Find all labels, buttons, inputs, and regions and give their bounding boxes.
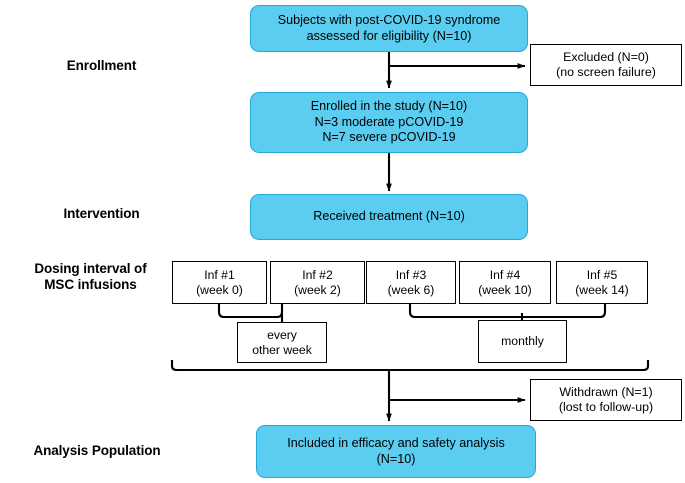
node-screening-line1: Subjects with post-COVID-19 syndrome	[277, 13, 501, 28]
node-screening-line2: assessed for eligibility (N=10)	[306, 28, 472, 43]
node-interval-every-other-week-text: every other week	[238, 328, 326, 358]
bracket-every-other-week	[217, 304, 284, 319]
node-infusion-5-line2: (week 14)	[575, 282, 629, 297]
stage-label-enrollment: Enrollment	[14, 58, 189, 74]
node-infusion-1-line1: Inf #1	[204, 267, 235, 282]
node-received-treatment-line1: Received treatment (N=10)	[313, 209, 465, 224]
node-analysis-population-text: Included in efficacy and safety analysis…	[257, 436, 535, 467]
node-withdrawn-line2: (lost to follow-up)	[558, 400, 654, 414]
stage-label-dosing-interval: Dosing interval of MSC infusions	[8, 261, 173, 294]
node-infusion-1: Inf #1 (week 0)	[172, 261, 267, 304]
node-infusion-4-line1: Inf #4	[489, 267, 521, 282]
node-received-treatment-text: Received treatment (N=10)	[251, 209, 527, 224]
stage-label-analysis-population: Analysis Population	[2, 443, 192, 459]
stage-label-analysis-text: Analysis Population	[33, 443, 161, 458]
node-enrolled: Enrolled in the study (N=10) N=3 moderat…	[250, 92, 528, 153]
node-analysis-population: Included in efficacy and safety analysis…	[256, 425, 536, 478]
node-withdrawn: Withdrawn (N=1) (lost to follow-up)	[530, 379, 682, 421]
node-interval-every-other-week: every other week	[237, 322, 327, 363]
node-infusion-2-line1: Inf #2	[302, 267, 333, 282]
node-interval-monthly-line1: monthly	[501, 334, 544, 349]
node-infusion-3-line2: (week 6)	[387, 282, 435, 297]
bracket-monthly	[408, 304, 607, 319]
node-excluded-line2: (no screen failure)	[556, 65, 656, 79]
node-infusion-2-line2: (week 2)	[294, 282, 341, 297]
node-enrolled-line3: N=7 severe pCOVID-19	[322, 130, 456, 145]
node-infusion-3: Inf #3 (week 6)	[366, 261, 456, 304]
node-infusion-5: Inf #5 (week 14)	[556, 261, 648, 304]
node-infusion-4: Inf #4 (week 10)	[459, 261, 551, 304]
node-excluded-text: Excluded (N=0) (no screen failure)	[531, 50, 681, 80]
node-infusion-1-line2: (week 0)	[196, 282, 243, 297]
stage-label-enrollment-text: Enrollment	[66, 58, 137, 73]
node-interval-monthly-text: monthly	[479, 334, 566, 349]
node-analysis-population-line1: Included in efficacy and safety analysis	[287, 436, 505, 451]
node-enrolled-line1: Enrolled in the study (N=10)	[310, 99, 468, 114]
node-excluded: Excluded (N=0) (no screen failure)	[530, 44, 682, 86]
node-excluded-line1: Excluded (N=0)	[563, 49, 649, 64]
node-infusion-5-text: Inf #5 (week 14)	[557, 268, 647, 298]
node-screening-text: Subjects with post-COVID-19 syndrome ass…	[251, 13, 527, 44]
node-withdrawn-text: Withdrawn (N=1) (lost to follow-up)	[531, 385, 681, 415]
node-infusion-3-text: Inf #3 (week 6)	[367, 268, 455, 298]
stage-label-dosing-line1: Dosing interval of	[34, 261, 147, 276]
stage-label-intervention: Intervention	[14, 206, 189, 222]
node-interval-monthly: monthly	[478, 320, 567, 363]
node-analysis-population-line2: (N=10)	[376, 451, 416, 466]
node-infusion-4-text: Inf #4 (week 10)	[460, 268, 550, 298]
node-infusion-2-text: Inf #2 (week 2)	[271, 268, 364, 298]
node-infusion-1-text: Inf #1 (week 0)	[173, 268, 266, 298]
node-enrolled-text: Enrolled in the study (N=10) N=3 moderat…	[251, 99, 527, 145]
node-infusion-4-line2: (week 10)	[478, 282, 532, 297]
node-interval-every-other-week-line1: every	[267, 327, 297, 342]
node-enrolled-line2: N=3 moderate pCOVID-19	[314, 114, 464, 129]
node-received-treatment: Received treatment (N=10)	[250, 194, 528, 240]
node-infusion-2: Inf #2 (week 2)	[270, 261, 365, 304]
node-interval-every-other-week-line2: other week	[252, 342, 312, 357]
node-infusion-5-line1: Inf #5	[586, 267, 618, 282]
stage-label-dosing-line2: MSC infusions	[44, 277, 137, 293]
node-infusion-3-line1: Inf #3	[395, 267, 427, 282]
stage-label-intervention-text: Intervention	[63, 206, 140, 221]
node-screening: Subjects with post-COVID-19 syndrome ass…	[250, 5, 528, 52]
node-withdrawn-line1: Withdrawn (N=1)	[559, 384, 653, 399]
